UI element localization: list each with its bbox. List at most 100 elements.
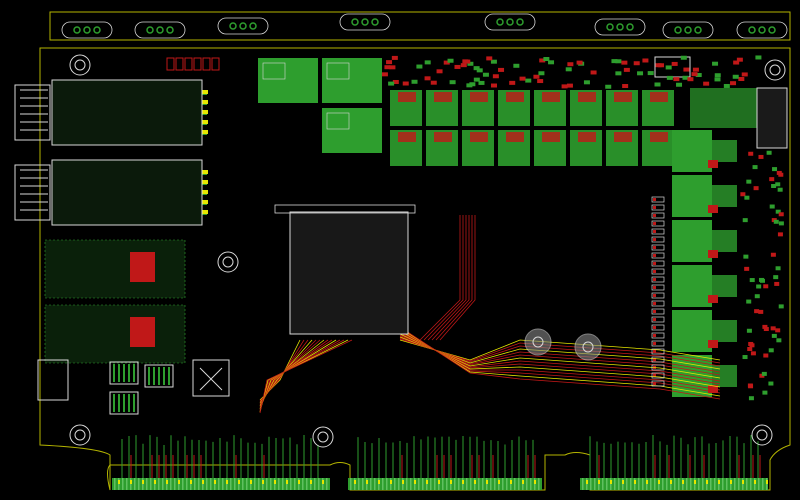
capacitor bbox=[651, 244, 665, 251]
mounting-hole bbox=[574, 333, 602, 361]
edge-finger-gold bbox=[730, 480, 732, 484]
mounting-slot bbox=[61, 21, 113, 39]
edge-finger bbox=[182, 478, 184, 490]
smd-component bbox=[637, 71, 644, 76]
power-stage-copper bbox=[398, 92, 416, 102]
cap-pad bbox=[653, 262, 656, 265]
smd-component bbox=[460, 63, 467, 68]
power-stage-copper bbox=[398, 132, 416, 142]
edge-finger bbox=[258, 478, 260, 490]
smd-component bbox=[464, 59, 471, 64]
smd-component bbox=[525, 78, 532, 83]
smd-component bbox=[492, 74, 499, 79]
edge-finger-gold bbox=[486, 480, 488, 484]
smd-component bbox=[436, 69, 443, 74]
edge-finger-gold bbox=[378, 480, 380, 484]
cap-pad bbox=[653, 358, 656, 361]
smd-component bbox=[642, 58, 649, 63]
smd-component bbox=[714, 77, 721, 82]
mounting-slot bbox=[134, 21, 186, 39]
cap-pad bbox=[653, 222, 656, 225]
edge-finger bbox=[158, 478, 160, 490]
smd-component bbox=[386, 60, 393, 65]
power-stage-copper bbox=[650, 92, 668, 102]
jack-connector bbox=[37, 359, 69, 401]
smd-component bbox=[537, 79, 544, 84]
edge-finger-gold bbox=[322, 480, 324, 484]
edge-finger bbox=[138, 478, 140, 490]
edge-finger-gold bbox=[682, 480, 684, 484]
edge-finger bbox=[394, 478, 396, 490]
cap-pad bbox=[653, 278, 656, 281]
smd-component bbox=[756, 284, 762, 289]
cap-pad bbox=[653, 310, 656, 313]
edge-finger bbox=[294, 478, 296, 490]
capacitor bbox=[651, 380, 665, 387]
signal-trace bbox=[431, 215, 470, 341]
edge-finger bbox=[234, 478, 236, 490]
edge-finger-gold bbox=[622, 480, 624, 484]
capacitor bbox=[651, 292, 665, 299]
smd-component bbox=[775, 266, 781, 271]
cap-pad bbox=[653, 206, 656, 209]
smd-component bbox=[773, 275, 779, 280]
smd-component bbox=[402, 81, 409, 86]
capacitor bbox=[651, 220, 665, 227]
ic-package bbox=[109, 391, 139, 415]
capacitor bbox=[651, 300, 665, 307]
smd-component bbox=[683, 67, 690, 72]
smd-component bbox=[384, 65, 391, 70]
edge-finger bbox=[638, 478, 640, 490]
smd-component bbox=[703, 81, 710, 86]
smd-component bbox=[742, 355, 748, 360]
smd-component bbox=[775, 182, 781, 187]
mounting-slot bbox=[594, 18, 646, 36]
edge-finger bbox=[478, 478, 480, 490]
smd-component bbox=[622, 84, 629, 89]
signal-trace bbox=[259, 326, 721, 414]
slot-pad bbox=[694, 26, 702, 34]
vrm-inductor bbox=[712, 230, 737, 252]
edge-finger-gold bbox=[166, 480, 168, 484]
edge-finger-gold bbox=[118, 480, 120, 484]
mounting-hole bbox=[217, 251, 239, 273]
edge-finger bbox=[290, 478, 292, 490]
capacitor bbox=[651, 356, 665, 363]
slot-pad bbox=[496, 18, 504, 26]
smd-component bbox=[778, 212, 784, 217]
edge-finger-gold bbox=[718, 480, 720, 484]
edge-finger bbox=[358, 478, 360, 490]
power-stage-copper bbox=[614, 92, 632, 102]
edge-finger bbox=[518, 478, 520, 490]
edge-finger-gold bbox=[238, 480, 240, 484]
edge-finger bbox=[194, 478, 196, 490]
smd-component bbox=[611, 59, 618, 64]
edge-connector bbox=[348, 478, 542, 490]
mounting-hole bbox=[524, 328, 552, 356]
smd-component bbox=[615, 59, 622, 64]
smd-component bbox=[746, 328, 752, 333]
ic-pin bbox=[163, 367, 165, 385]
edge-finger-gold bbox=[130, 480, 132, 484]
connector-copper bbox=[130, 317, 155, 347]
ic-pin bbox=[113, 364, 115, 382]
edge-finger bbox=[146, 478, 148, 490]
slot-pad bbox=[156, 26, 164, 34]
slot-pad bbox=[371, 18, 379, 26]
inductor-outline bbox=[326, 62, 350, 80]
smd-component bbox=[682, 75, 689, 80]
smd-component bbox=[744, 195, 750, 200]
edge-finger bbox=[314, 478, 316, 490]
edge-finger bbox=[758, 478, 760, 490]
smd-component bbox=[723, 83, 730, 88]
edge-finger bbox=[710, 478, 712, 490]
edge-finger bbox=[662, 478, 664, 490]
edge-finger bbox=[494, 478, 496, 490]
edge-finger-gold bbox=[214, 480, 216, 484]
edge-finger bbox=[186, 478, 188, 490]
edge-finger-gold bbox=[586, 480, 588, 484]
vrm-phase bbox=[672, 310, 712, 352]
smd-component bbox=[486, 56, 493, 61]
ic-pin bbox=[123, 364, 125, 382]
